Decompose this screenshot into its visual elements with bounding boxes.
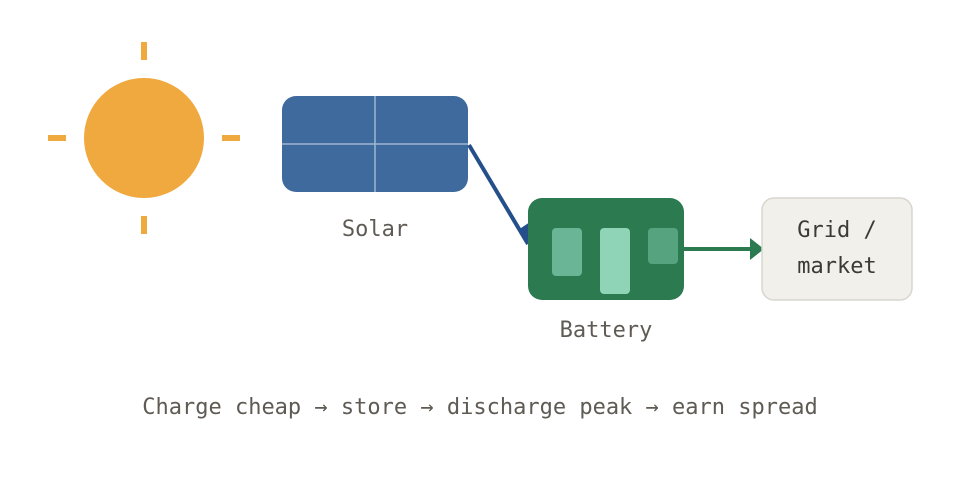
flow-caption: Charge cheap → store → discharge peak → … <box>142 395 818 420</box>
sun-ray-right <box>222 135 240 141</box>
battery-label: Battery <box>559 318 653 343</box>
grid-label-line-1: Grid / <box>797 218 877 243</box>
sun-disc <box>84 78 204 198</box>
solar-link-arrowhead <box>518 222 530 246</box>
sun-ray-bottom <box>141 216 147 234</box>
solar-panel-icon <box>282 96 468 192</box>
solar-to-battery-connector <box>467 143 530 246</box>
solar-link-line <box>467 143 530 246</box>
battery-cell-1 <box>552 228 582 276</box>
grid-market-label: Grid / market <box>762 198 912 300</box>
battery-cell-2 <box>600 228 630 294</box>
arrow-right-icon <box>684 238 764 260</box>
sun-icon <box>48 42 240 234</box>
solar-label: Solar <box>341 217 409 242</box>
battery-icon <box>528 198 684 300</box>
sun-ray-top <box>141 42 147 60</box>
grid-market-box <box>761 197 913 301</box>
battery-cell-3 <box>648 228 678 264</box>
grid-label-line-2: market <box>797 254 877 279</box>
sun-ray-left <box>48 135 66 141</box>
battery-to-grid-arrowhead <box>750 238 764 260</box>
